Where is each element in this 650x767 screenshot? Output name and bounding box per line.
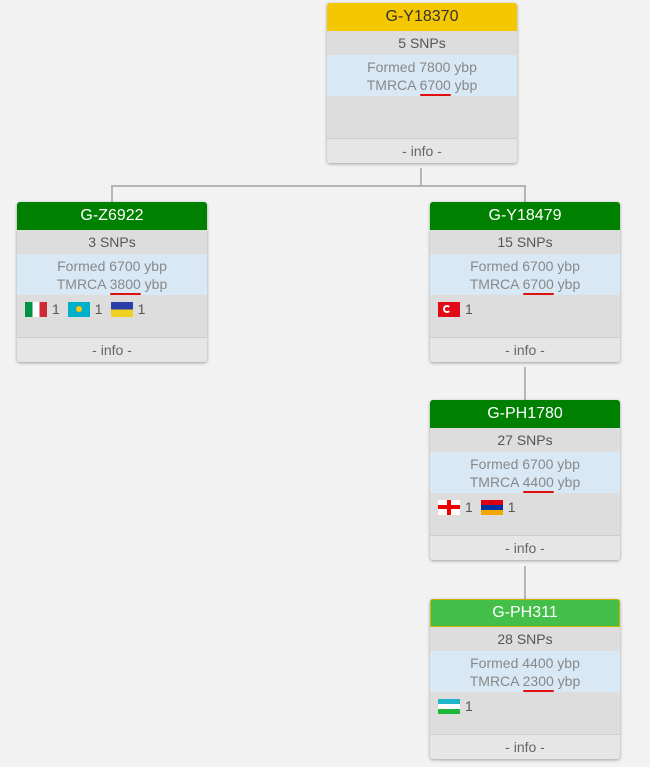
- tmrca-unit: ybp: [144, 276, 168, 292]
- formed-value: 6700: [522, 456, 554, 472]
- tmrca-unit: ybp: [557, 474, 581, 490]
- age-estimates: Formed 6700 ybp TMRCA 6700 ybp: [430, 254, 620, 295]
- tmrca-unit: ybp: [557, 276, 581, 292]
- formed-value: 4400: [522, 655, 554, 671]
- node-title[interactable]: G-Y18479: [430, 202, 620, 230]
- italy-flag-icon: [25, 301, 47, 317]
- uzbekistan-flag-icon: [438, 698, 460, 714]
- tmrca-value: 6700: [419, 77, 451, 93]
- formed-label: Formed: [470, 258, 519, 274]
- formed-value: 7800: [419, 59, 451, 75]
- country-flags: [327, 96, 517, 138]
- armenia-flag-icon: [480, 499, 503, 515]
- tmrca-label: TMRCA: [366, 77, 416, 93]
- formed-unit: ybp: [557, 456, 580, 472]
- info-link[interactable]: - info -: [430, 337, 620, 362]
- turkey-flag-icon: [438, 301, 460, 317]
- tree-connector: [420, 168, 422, 186]
- node-title[interactable]: G-PH1780: [430, 400, 620, 428]
- tmrca-value: 4400: [522, 474, 554, 490]
- country-flags: 1: [430, 692, 620, 734]
- formed-unit: ybp: [454, 59, 477, 75]
- tmrca-label: TMRCA: [469, 673, 519, 689]
- formed-value: 6700: [109, 258, 141, 274]
- tree-connector: [524, 185, 526, 203]
- formed-label: Formed: [470, 456, 519, 472]
- node-title[interactable]: G-Y18370: [327, 3, 517, 31]
- country-flags: 1 1: [430, 493, 620, 535]
- snp-count: 3 SNPs: [88, 234, 136, 250]
- info-link[interactable]: - info -: [327, 138, 517, 163]
- formed-unit: ybp: [144, 258, 167, 274]
- age-estimates: Formed 4400 ybp TMRCA 2300 ybp: [430, 651, 620, 692]
- tmrca-value: 3800: [109, 276, 141, 292]
- snp-count: 15 SNPs: [497, 234, 553, 250]
- snp-count: 27 SNPs: [497, 432, 553, 448]
- formed-label: Formed: [470, 655, 519, 671]
- country-entry: 1: [438, 301, 473, 317]
- haplogroup-node-g-y18479: G-Y18479 15 SNPs Formed 6700 ybp TMRCA 6…: [430, 202, 620, 362]
- country-count: 1: [94, 301, 103, 317]
- country-count: 1: [465, 301, 473, 317]
- tmrca-value: 2300: [522, 673, 554, 689]
- country-count: 1: [465, 698, 473, 714]
- tree-connector: [524, 566, 526, 600]
- country-entry: 1: [110, 301, 146, 317]
- tree-connector: [111, 185, 526, 187]
- tmrca-value: 6700: [522, 276, 554, 292]
- info-link[interactable]: - info -: [430, 734, 620, 759]
- snp-count: 28 SNPs: [497, 631, 553, 647]
- tmrca-label: TMRCA: [469, 474, 519, 490]
- haplogroup-node-g-z6922: G-Z6922 3 SNPs Formed 6700 ybp TMRCA 380…: [17, 202, 207, 362]
- formed-label: Formed: [367, 59, 416, 75]
- tmrca-label: TMRCA: [469, 276, 519, 292]
- formed-unit: ybp: [557, 655, 580, 671]
- georgia-flag-icon: [438, 499, 460, 515]
- info-link[interactable]: - info -: [17, 337, 207, 362]
- country-count: 1: [507, 499, 516, 515]
- country-count: 1: [137, 301, 146, 317]
- country-entry: 1: [67, 301, 103, 317]
- age-estimates: Formed 6700 ybp TMRCA 3800 ybp: [17, 254, 207, 295]
- formed-label: Formed: [57, 258, 106, 274]
- russia-flag-icon: [110, 301, 133, 317]
- tree-connector: [524, 367, 526, 401]
- country-flags: 1: [430, 295, 620, 337]
- tmrca-unit: ybp: [454, 77, 478, 93]
- tmrca-label: TMRCA: [56, 276, 106, 292]
- formed-unit: ybp: [557, 258, 580, 274]
- kazakhstan-flag-icon: [67, 301, 90, 317]
- age-estimates: Formed 6700 ybp TMRCA 4400 ybp: [430, 452, 620, 493]
- country-entry: 1: [438, 499, 473, 515]
- country-count: 1: [52, 301, 60, 317]
- age-estimates: Formed 7800 ybp TMRCA 6700 ybp: [327, 55, 517, 96]
- node-title[interactable]: G-Z6922: [17, 202, 207, 230]
- info-link[interactable]: - info -: [430, 535, 620, 560]
- haplogroup-node-g-y18370: G-Y18370 5 SNPs Formed 7800 ybp TMRCA 67…: [327, 3, 517, 163]
- tmrca-unit: ybp: [557, 673, 581, 689]
- country-entry: 1: [438, 698, 473, 714]
- snp-count: 5 SNPs: [398, 35, 446, 51]
- node-title[interactable]: G-PH311: [430, 599, 620, 627]
- country-count: 1: [465, 499, 473, 515]
- haplogroup-node-g-ph311: G-PH311 28 SNPs Formed 4400 ybp TMRCA 23…: [430, 599, 620, 759]
- country-entry: 1: [25, 301, 60, 317]
- country-flags: 1 1 1: [17, 295, 207, 337]
- country-entry: 1: [480, 499, 516, 515]
- haplogroup-node-g-ph1780: G-PH1780 27 SNPs Formed 6700 ybp TMRCA 4…: [430, 400, 620, 560]
- formed-value: 6700: [522, 258, 554, 274]
- tree-connector: [111, 185, 113, 203]
